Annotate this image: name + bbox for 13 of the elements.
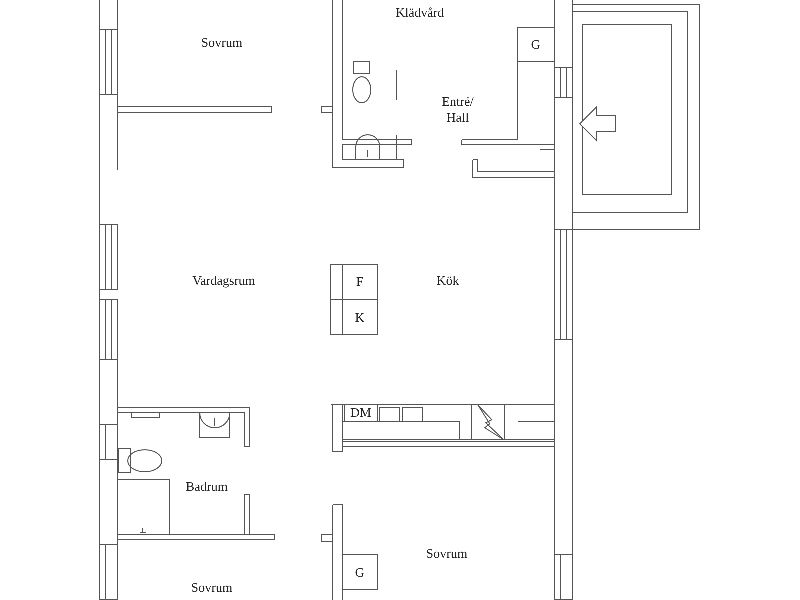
cabinet-label: G bbox=[355, 564, 365, 582]
appliance-label: DM bbox=[350, 404, 372, 422]
room-label: Entré/ Hall bbox=[441, 94, 475, 126]
room-label: Sovrum bbox=[426, 546, 468, 562]
room-label: Kök bbox=[436, 272, 460, 290]
room-label: Sovrum bbox=[191, 580, 233, 596]
appliance-label: K bbox=[355, 310, 365, 326]
room-label: Sovrum bbox=[201, 34, 243, 52]
cabinet-label: G bbox=[531, 36, 541, 54]
room-label: Badrum bbox=[186, 478, 228, 496]
appliance-label: F bbox=[356, 274, 364, 290]
room-label: Vardagsrum bbox=[192, 272, 256, 290]
room-label: Klädvård bbox=[396, 4, 444, 22]
